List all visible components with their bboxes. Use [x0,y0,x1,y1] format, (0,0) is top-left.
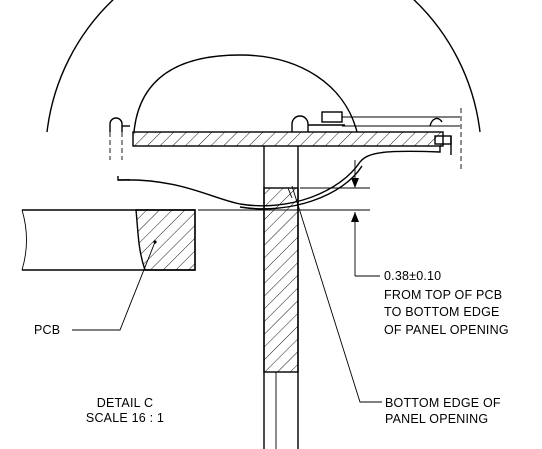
spring-contact [117,146,441,207]
pcb-label: PCB [34,323,60,337]
dimension-note-line-3: OF PANEL OPENING [384,323,509,337]
panel-plate [132,131,444,147]
housing-dome [46,0,481,133]
dimension-note-line-2: TO BOTTOM EDGE [384,305,500,319]
leader-lines [72,185,382,403]
bottom-edge-label-line-1: BOTTOM EDGE OF [385,396,501,410]
left-clip [109,117,130,160]
bottom-edge-label-line-2: PANEL OPENING [385,412,488,426]
pcb-board [21,209,196,271]
detail-scale: SCALE 16 : 1 [86,411,164,425]
lens-dome [133,54,358,133]
detail-name: DETAIL C [97,396,153,410]
dimension-value: 0.38±0.10 [384,269,441,283]
dimension-lines [198,160,380,277]
light-pipe [263,146,299,449]
dimension-note-line-1: FROM TOP OF PCB [384,288,502,302]
